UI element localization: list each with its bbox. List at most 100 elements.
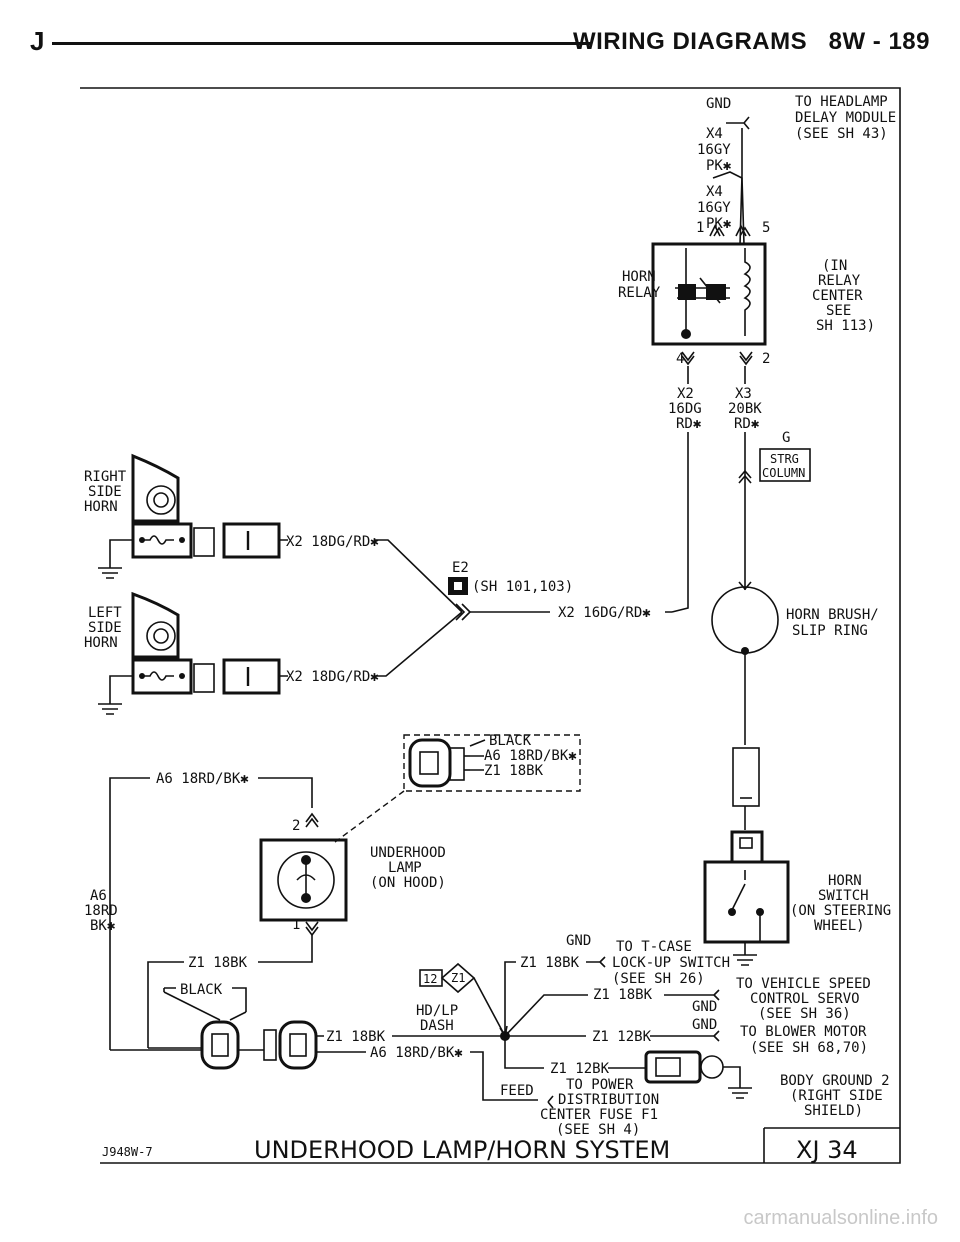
relay-pin-1-arrows	[709, 224, 725, 237]
lamp-wire-left-1: A6	[90, 888, 107, 904]
right-horn-icon	[131, 453, 180, 523]
lower-z1a: Z1 18BK	[326, 1029, 386, 1045]
horn-switch-lower-connector	[732, 747, 760, 807]
lamp-wire-left-3: BK✱	[90, 918, 116, 934]
relay-coil	[743, 248, 751, 336]
left-horn-ground	[98, 675, 133, 715]
lamp-wire-top: A6 18RD/BK✱	[156, 771, 249, 787]
relay-out-left-2: 16DG	[668, 401, 702, 417]
right-horn-label-3: HORN	[84, 499, 118, 515]
tcase-wire-line	[504, 961, 516, 1036]
relay-pin-4-arrows	[681, 351, 695, 366]
relay-out-left-3: RD✱	[676, 416, 702, 432]
relay-location-1: (IN	[822, 258, 847, 274]
lower-bracket-arrows	[163, 991, 247, 1021]
right-horn-wire: X2 18DG/RD✱	[286, 534, 379, 550]
lower-hdlp-1: HD/LP	[416, 1003, 458, 1019]
left-horn-icon	[131, 591, 180, 659]
relay-node	[681, 329, 691, 339]
page-number: 8W - 189	[828, 28, 930, 55]
tcase-hook	[586, 956, 606, 968]
lamp-label-2: LAMP	[388, 860, 422, 876]
top-dest-3: (SEE SH 43)	[795, 126, 888, 142]
lamp-wire-top-line	[109, 777, 313, 1050]
lamp-terminal-bottom	[301, 893, 311, 903]
relay-pin-2: 2	[762, 351, 770, 367]
speed-line-2: CONTROL SERVO	[750, 991, 860, 1007]
splice-wire: X2 16DG/RD✱	[558, 605, 651, 621]
horn-brush-node	[741, 647, 749, 655]
lower-hdlp-2: DASH	[420, 1018, 454, 1034]
blower-wire-line	[505, 1030, 720, 1042]
body-line-2: (RIGHT SIDE	[790, 1088, 883, 1104]
lower-bus-wire	[110, 1047, 264, 1051]
watermark: carmanualsonline.info	[743, 1207, 938, 1229]
section-letter: J	[30, 26, 45, 56]
relay-contact-block-b	[706, 284, 726, 300]
lamp-connector-wire-1: A6 18RD/BK✱	[484, 748, 577, 764]
feed-wire-branch	[712, 171, 745, 246]
lower-black: BLACK	[180, 982, 223, 998]
speed-wire-line	[504, 989, 720, 1037]
lower-a6a: A6 18RD/BK✱	[370, 1045, 463, 1061]
relay-out-right-2: 20BK	[728, 401, 762, 417]
splice-ref: (SH 101,103)	[472, 579, 573, 595]
strg-arrows	[738, 469, 752, 484]
tcase-line-2: LOCK-UP SWITCH	[612, 955, 730, 971]
top-circuit-b-2: 16GY	[697, 200, 731, 216]
relay-pin-4: 4	[676, 351, 684, 367]
horn-relay-label-1: HORN	[622, 269, 656, 285]
lamp-bulb	[277, 851, 335, 909]
speed-line-3: (SEE SH 36)	[758, 1006, 851, 1022]
left-horn-connector	[131, 658, 281, 695]
tcase-wire: Z1 18BK	[520, 955, 580, 971]
relay-pin-1: 1	[696, 220, 704, 236]
underhood-lamp-box	[259, 838, 348, 922]
feed-line-4: (SEE SH 4)	[556, 1122, 640, 1138]
top-gnd-hook	[726, 116, 750, 130]
lamp-connector-color: BLACK	[489, 733, 532, 749]
lower-connector-left	[200, 1020, 240, 1070]
blower-gnd: GND	[692, 1017, 717, 1033]
left-horn-label-2: SIDE	[88, 620, 122, 636]
sheet-number: XJ 34	[796, 1136, 858, 1164]
diagram-frame	[80, 87, 901, 1164]
top-dest-2: DELAY MODULE	[795, 110, 896, 126]
header-title: WIRING DIAGRAMS	[572, 28, 808, 55]
top-circuit-b-3: PK✱	[706, 216, 732, 232]
header-title-page: WIRING DIAGRAMS 8W - 189	[573, 28, 930, 56]
horn-switch-ground	[733, 942, 757, 966]
blower-wire: Z1 12BK	[592, 1029, 652, 1045]
splice-z1-id: Z1	[451, 971, 465, 985]
top-circuit-a-1: X4	[706, 126, 723, 142]
horn-brush-2: SLIP RING	[792, 623, 868, 639]
feed-wire-line	[482, 1072, 538, 1101]
strg-ground: G	[782, 430, 790, 446]
figure-id: J948W-7	[102, 1145, 153, 1159]
feed-wire-top	[739, 128, 743, 246]
splice-id: E2	[452, 560, 469, 576]
relay-out-right-3: RD✱	[734, 416, 760, 432]
body-ground-terminal	[644, 1050, 752, 1099]
lamp-label-3: (ON HOOD)	[370, 875, 446, 891]
strg-column-box	[759, 448, 811, 482]
lamp-wire-bottom: Z1 18BK	[188, 955, 248, 971]
tcase-line-1: TO T-CASE	[616, 939, 692, 955]
horn-switch-1: HORN	[828, 873, 862, 889]
feed-label: FEED	[500, 1083, 534, 1099]
lower-a6a-line	[316, 1051, 484, 1072]
horn-switch-contact-a	[728, 908, 736, 916]
right-horn-label-2: SIDE	[88, 484, 122, 500]
page-header: J WIRING DIAGRAMS 8W - 189	[30, 22, 930, 62]
splice-box-inner	[454, 582, 462, 590]
horn-brush-arrow	[738, 581, 752, 591]
lamp-wire-left-2: 18RD	[84, 903, 118, 919]
horn-switch-box	[703, 860, 790, 944]
horn-brush-circle	[711, 586, 779, 654]
relay-out-left-1: X2	[677, 386, 694, 402]
relay-pin-2-arrows	[739, 351, 753, 366]
blower-line-1: TO BLOWER MOTOR	[740, 1024, 867, 1040]
relay-location-3: CENTER	[812, 288, 863, 304]
horn-relay-label-2: RELAY	[618, 285, 661, 301]
